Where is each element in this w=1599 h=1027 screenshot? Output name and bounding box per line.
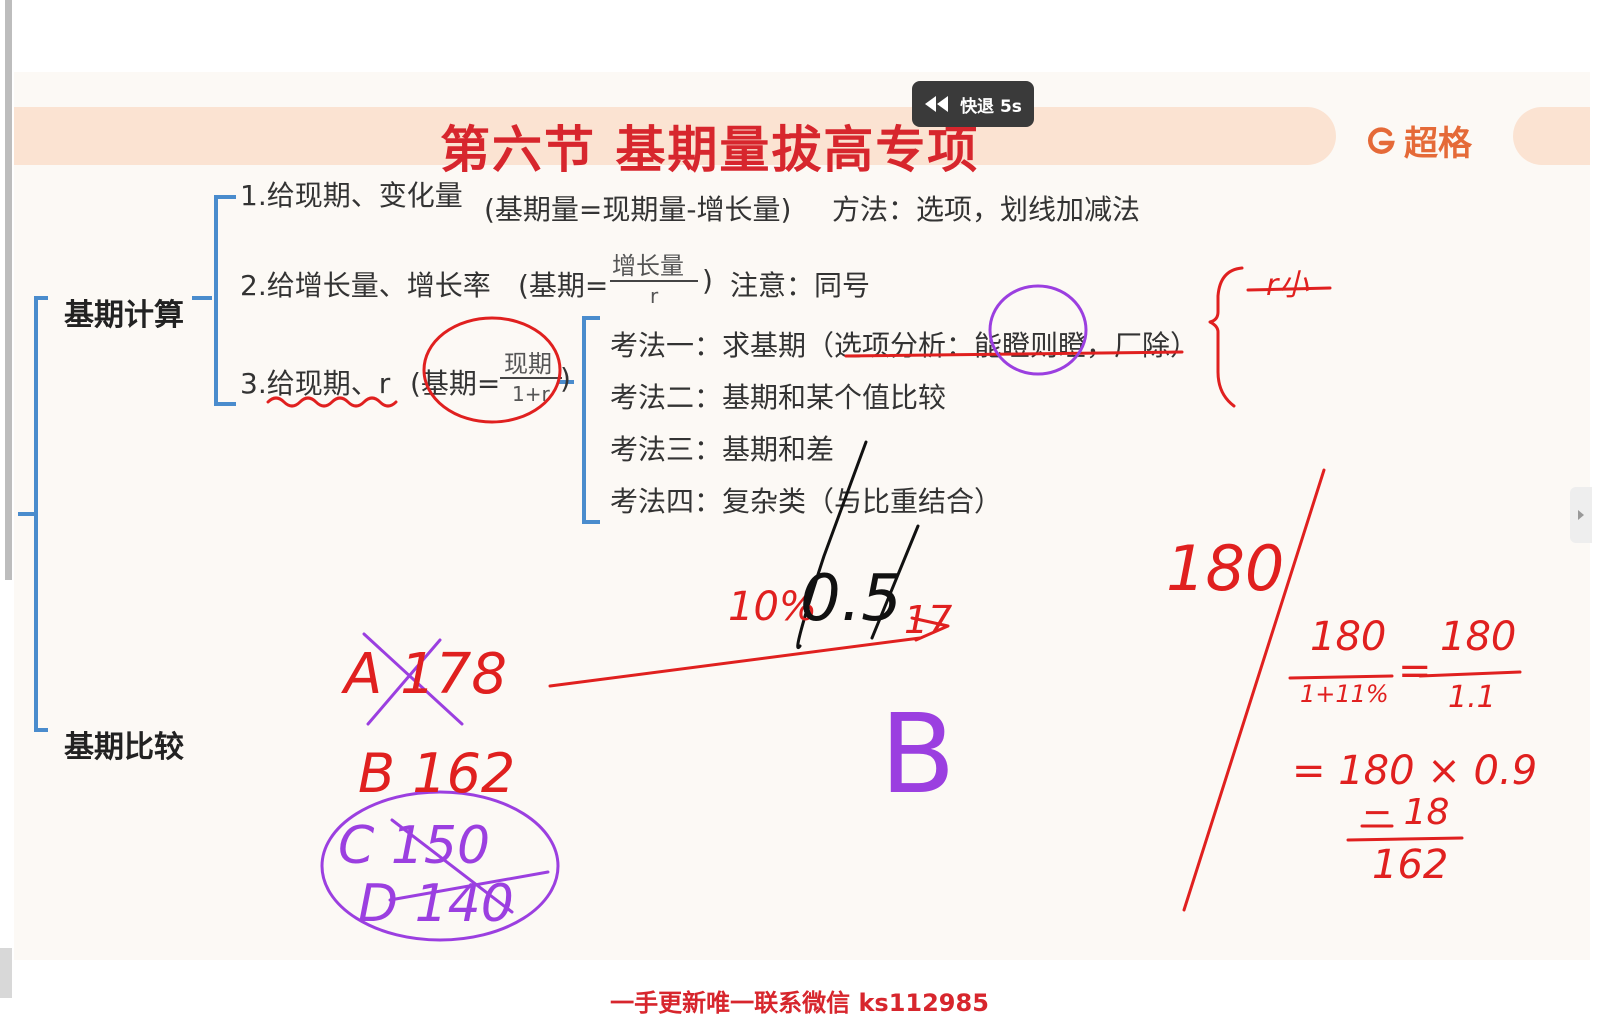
ink-frac2-num: 180 bbox=[1440, 614, 1517, 660]
logo-icon bbox=[1368, 126, 1395, 154]
ink-17: 17 bbox=[904, 598, 953, 642]
item2-formula-prefix: (基期= bbox=[518, 269, 609, 302]
ink-05: 0.5 bbox=[800, 562, 902, 636]
formula-circle bbox=[422, 316, 562, 424]
item2-label: 2.给增长量、增长率 bbox=[240, 269, 491, 302]
method-4: 考法四：复杂类（与比重结合） bbox=[610, 485, 1003, 518]
item1-method: 方法：选项，划线加减法 bbox=[832, 193, 1141, 226]
method-2: 考法二：基期和某个值比较 bbox=[610, 381, 947, 414]
title-banner-right bbox=[1513, 107, 1590, 165]
ink-frac1-den: 1+11% bbox=[1300, 680, 1389, 708]
item1-label: 1.给现期、变化量 bbox=[240, 179, 463, 212]
chevron-right-icon bbox=[1578, 510, 1584, 520]
r-small-underline bbox=[1246, 286, 1332, 292]
scrollbar[interactable] bbox=[5, 0, 12, 580]
highlight-circle bbox=[988, 284, 1088, 376]
ink-calc-result: 162 bbox=[1372, 842, 1449, 888]
subtraction-line bbox=[1346, 836, 1464, 842]
item3-fraction-denominator: 1+r bbox=[512, 382, 550, 406]
ink-option-d: D 140 bbox=[358, 874, 514, 934]
method-3: 考法三：基期和差 bbox=[610, 433, 835, 466]
ink-frac2-den: 1.1 bbox=[1448, 680, 1496, 715]
title-banner bbox=[14, 107, 1336, 165]
brand-logo: 超格 bbox=[1366, 116, 1472, 165]
item2-fraction-denominator: r bbox=[650, 284, 659, 308]
underline-wave bbox=[266, 396, 398, 408]
cross-out-stroke bbox=[362, 632, 464, 726]
slash-stroke bbox=[796, 440, 868, 650]
cross-out-stroke bbox=[390, 818, 514, 914]
cross-out-stroke bbox=[366, 638, 442, 726]
ink-option-a: A 178 bbox=[344, 642, 507, 707]
divider-line bbox=[1182, 468, 1326, 912]
item2-fraction-numerator: 增长量 bbox=[612, 252, 684, 280]
scrollbar-lower bbox=[0, 948, 12, 998]
rewind-icon bbox=[925, 96, 949, 112]
fraction-line bbox=[1418, 670, 1522, 678]
arrow-head bbox=[910, 616, 950, 642]
item1-formula: (基期量=现期量-增长量) bbox=[484, 193, 792, 226]
right-brace bbox=[1208, 266, 1244, 408]
item3-formula-suffix: ) bbox=[560, 362, 571, 395]
ink-option-c: C 150 bbox=[338, 816, 491, 876]
fraction-line bbox=[1288, 674, 1394, 680]
ink-r-small: r小 bbox=[1266, 268, 1309, 303]
fraction-bar bbox=[500, 377, 562, 379]
cross-out-stroke bbox=[388, 870, 550, 902]
rewind-label: 快退 5s bbox=[960, 96, 1022, 117]
item2-formula-suffix: ) bbox=[702, 264, 713, 297]
method1-underline bbox=[844, 350, 1184, 358]
rewind-toast: 快退 5s bbox=[912, 81, 1034, 127]
ink-10pct: 10% bbox=[728, 584, 817, 630]
item3-label: 3.给现期、r bbox=[240, 367, 391, 400]
logo-text: 超格 bbox=[1404, 124, 1472, 164]
options-circle bbox=[320, 790, 560, 942]
ink-frac1-num: 180 bbox=[1310, 614, 1387, 660]
root-node-compare: 基期比较 bbox=[64, 730, 184, 765]
root-node-calc: 基期计算 bbox=[64, 298, 184, 333]
slash-stroke bbox=[870, 524, 920, 640]
ink-equals: = bbox=[1398, 648, 1432, 694]
fraction-bar bbox=[610, 280, 698, 282]
number-line bbox=[548, 636, 922, 688]
item2-note: 注意：同号 bbox=[730, 269, 871, 302]
side-panel-toggle[interactable] bbox=[1570, 487, 1592, 543]
slide-title: 第六节 基期量拔高专项 bbox=[440, 121, 980, 179]
footer-watermark: 一手更新唯一联系微信 ks112985 bbox=[610, 989, 989, 1017]
ink-calc-top: 180 bbox=[1166, 532, 1285, 605]
ink-answer-b: B bbox=[880, 690, 956, 818]
ink-calc-line3: = 180 × 0.9 bbox=[1292, 748, 1538, 794]
ink-option-b: B 162 bbox=[358, 742, 516, 805]
slide-canvas bbox=[14, 72, 1590, 960]
ink-calc-minus: − 18 bbox=[1362, 792, 1450, 833]
item3-fraction-numerator: 现期 bbox=[504, 350, 552, 378]
